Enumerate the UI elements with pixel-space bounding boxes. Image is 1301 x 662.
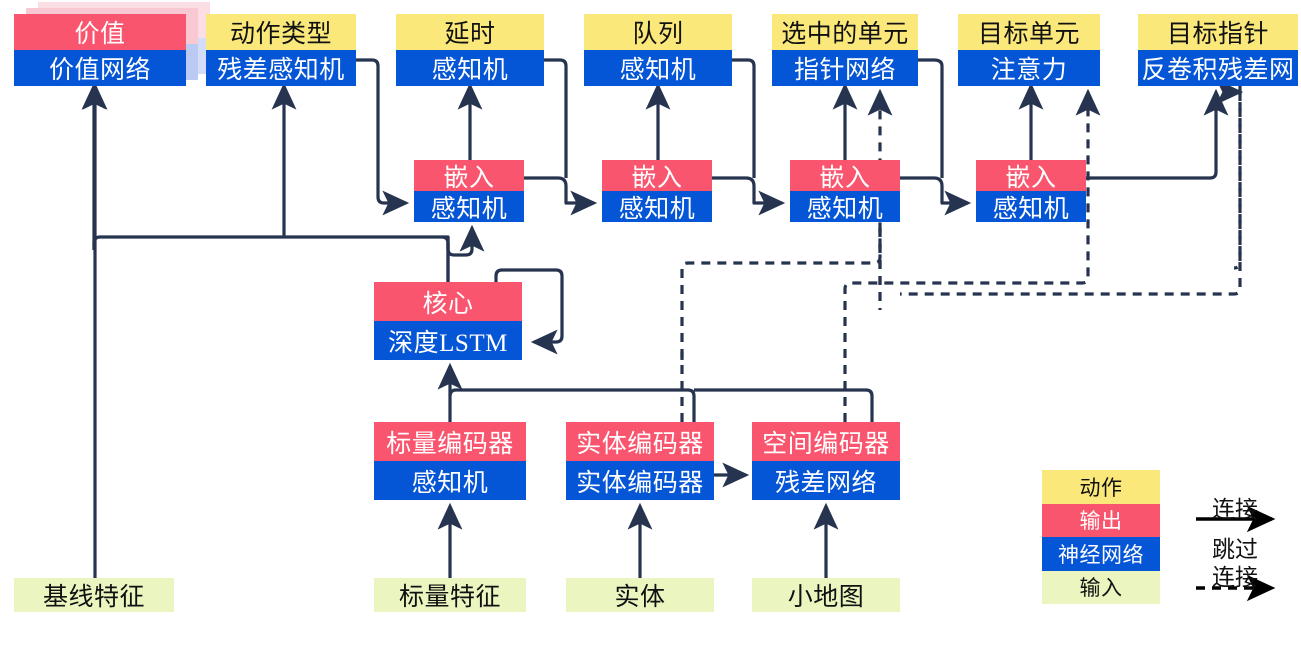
node-entity-encoder-network-label: 实体编码器 xyxy=(566,461,714,500)
node-entities-label: 实体 xyxy=(566,578,714,612)
node-value-top-label: 价值 xyxy=(14,14,186,50)
node-queue[interactable]: 队列感知机 xyxy=(584,14,732,86)
node-entities[interactable]: 实体 xyxy=(566,578,714,612)
node-selected-top-label: 选中的单元 xyxy=(772,14,918,50)
node-scalar-features-label: 标量特征 xyxy=(374,578,526,612)
legend-network: 神经网络 xyxy=(1042,537,1160,571)
node-minimap-label: 小地图 xyxy=(752,578,900,612)
node-embed-3-top-label: 嵌入 xyxy=(790,160,900,192)
legend-connection-label: 连接 xyxy=(1212,497,1258,522)
node-embed-3[interactable]: 嵌入感知机 xyxy=(790,160,900,223)
node-embed-2-top-label: 嵌入 xyxy=(602,160,712,192)
node-action-type-network-label: 残差感知机 xyxy=(206,50,356,86)
node-target-unit-top-label: 目标单元 xyxy=(958,14,1100,50)
node-embed-2-network-label: 感知机 xyxy=(602,191,712,223)
node-target-unit-network-label: 注意力 xyxy=(958,50,1100,86)
node-embed-1-top-label: 嵌入 xyxy=(414,160,524,192)
node-delay-network-label: 感知机 xyxy=(396,50,544,86)
node-baseline-features[interactable]: 基线特征 xyxy=(14,578,174,612)
node-delay[interactable]: 延时感知机 xyxy=(396,14,544,86)
node-scalar-encoder-top-label: 标量编码器 xyxy=(374,422,526,461)
node-action-type-top-label: 动作类型 xyxy=(206,14,356,50)
node-target-point-top-label: 目标指针 xyxy=(1138,14,1298,50)
node-embed-4-network-label: 感知机 xyxy=(976,191,1086,223)
node-selected[interactable]: 选中的单元指针网络 xyxy=(772,14,918,86)
node-embed-2[interactable]: 嵌入感知机 xyxy=(602,160,712,223)
node-scalar-features[interactable]: 标量特征 xyxy=(374,578,526,612)
node-baseline-features-label: 基线特征 xyxy=(14,578,174,612)
node-entity-encoder-top-label: 实体编码器 xyxy=(566,422,714,461)
node-selected-network-label: 指针网络 xyxy=(772,50,918,86)
legend-input: 输入 xyxy=(1042,570,1160,604)
node-queue-network-label: 感知机 xyxy=(584,50,732,86)
node-target-unit[interactable]: 目标单元注意力 xyxy=(958,14,1100,86)
node-embed-3-network-label: 感知机 xyxy=(790,191,900,223)
legend-output: 输出 xyxy=(1042,503,1160,537)
node-action-type[interactable]: 动作类型残差感知机 xyxy=(206,14,356,86)
legend-swatches: 动作输出神经网络输入 xyxy=(1042,470,1160,604)
node-embed-4[interactable]: 嵌入感知机 xyxy=(976,160,1086,223)
legend-skip-label-line1: 跳过 xyxy=(1212,537,1258,562)
node-embed-4-top-label: 嵌入 xyxy=(976,160,1086,192)
node-embed-1[interactable]: 嵌入感知机 xyxy=(414,160,524,223)
node-target-point[interactable]: 目标指针反卷积残差网 xyxy=(1138,14,1298,86)
legend-action: 动作 xyxy=(1042,470,1160,504)
node-spatial-encoder-network-label: 残差网络 xyxy=(752,461,900,500)
node-spatial-encoder-top-label: 空间编码器 xyxy=(752,422,900,461)
node-minimap[interactable]: 小地图 xyxy=(752,578,900,612)
node-core-network-label: 深度LSTM xyxy=(374,321,522,360)
node-spatial-encoder[interactable]: 空间编码器残差网络 xyxy=(752,422,900,500)
node-queue-top-label: 队列 xyxy=(584,14,732,50)
node-scalar-encoder[interactable]: 标量编码器感知机 xyxy=(374,422,526,500)
node-entity-encoder[interactable]: 实体编码器实体编码器 xyxy=(566,422,714,500)
node-embed-1-network-label: 感知机 xyxy=(414,191,524,223)
legend-skip-label-line2: 连接 xyxy=(1212,565,1258,590)
node-target-point-network-label: 反卷积残差网 xyxy=(1138,50,1298,86)
node-core-top-label: 核心 xyxy=(374,282,522,321)
node-scalar-encoder-network-label: 感知机 xyxy=(374,461,526,500)
node-value[interactable]: 价值价值网络 xyxy=(14,14,186,86)
node-value-network-label: 价值网络 xyxy=(14,50,186,86)
node-delay-top-label: 延时 xyxy=(396,14,544,50)
node-core[interactable]: 核心深度LSTM xyxy=(374,282,522,360)
